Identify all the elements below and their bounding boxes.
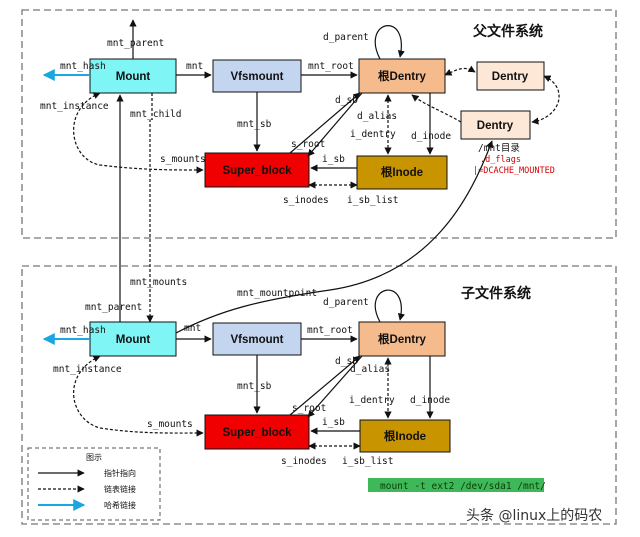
- parent-d-sb-label: d_sb: [335, 95, 358, 106]
- child-root-dentry-rect: [358, 321, 446, 357]
- parent-i-dentry-label: i_dentry: [350, 129, 396, 140]
- mnt-mountpoint-arrow: [175, 140, 494, 334]
- child-mnt-hash-label: mnt_hash: [60, 325, 106, 336]
- child-d-sb-arrow: [307, 355, 363, 418]
- legend-pointer-label: 指针指向: [104, 468, 136, 478]
- child-i-dentry-label: i_dentry: [349, 395, 395, 406]
- parent-d-sb-arrow: [307, 92, 363, 157]
- child-super-block-box: Super_block: [204, 414, 310, 450]
- legend: 图示 指针指向 链表链接 哈希链接: [27, 447, 161, 521]
- parent-d-alias-label: d_alias: [357, 111, 397, 122]
- child-mnt-sb-label: mnt_sb: [237, 381, 272, 392]
- child-s-mounts-label: s_mounts: [147, 419, 193, 430]
- parent-super-block-rect: [204, 152, 310, 188]
- parent-dentry-box: Dentry: [476, 61, 545, 91]
- parent-root-inode-label: 根Inode: [381, 165, 423, 179]
- d-flags-label: .d_flags: [480, 155, 521, 165]
- parent-super-block-box: Super_block: [204, 152, 310, 188]
- child-root-dentry-label: 根Dentry: [378, 332, 427, 346]
- parent-s-mounts-label: s_mounts: [160, 154, 206, 165]
- child-root-inode-rect: [359, 419, 451, 453]
- parent-mnt-instance-label: mnt_instance: [40, 101, 109, 112]
- parent-vfsmount-rect: [212, 59, 302, 93]
- dcache-mounted-label: |=DCACHE_MOUNTED: [473, 166, 555, 176]
- mnt-mountpoint-label: mnt_mountpoint: [237, 288, 317, 299]
- parent-mnt-hash-label: mnt_hash: [60, 61, 106, 72]
- mount-command-text: mount -t ext2 /dev/sda1 /mnt/: [380, 481, 546, 492]
- parent-d-parent-loop: [374, 25, 405, 60]
- mount-command-bar: [368, 478, 544, 492]
- child-mnt-parent-label: mnt_parent: [85, 302, 142, 313]
- parent-root-dentry-label: 根Dentry: [378, 69, 427, 83]
- child-i-sb-list-label: i_sb_list: [342, 456, 393, 467]
- legend-frame: [27, 447, 161, 521]
- child-d-alias-label: d_alias: [350, 364, 390, 375]
- parent-dentry-label: Dentry: [492, 71, 529, 83]
- child-s-root-arrow: [289, 355, 361, 416]
- parent-d-parent-label: d_parent: [323, 32, 369, 43]
- parent-dentry-loop: [531, 75, 560, 125]
- child-d-sb-label: d_sb: [335, 356, 358, 367]
- parent-dentry-back: [411, 94, 462, 123]
- child-mnt-instance-label: mnt_instance: [53, 364, 122, 375]
- mnt-dir-label: /mnt目录: [478, 143, 520, 154]
- child-mnt-root-label: mnt_root: [307, 325, 353, 336]
- parent-vfsmount-label: Vfsmount: [230, 71, 283, 83]
- legend-hash-label: 哈希链接: [104, 500, 136, 510]
- parent-root-inode-rect: [356, 155, 448, 190]
- parent-mount-label: Mount: [116, 71, 151, 83]
- mnt-mounts-label: mnt_mounts: [130, 277, 187, 288]
- child-fs-frame: [21, 265, 617, 525]
- child-root-inode-label: 根Inode: [384, 429, 426, 443]
- legend-title: 图示: [86, 453, 102, 462]
- child-d-inode-label: d_inode: [410, 395, 450, 406]
- child-s-root-label: s_root: [292, 403, 326, 414]
- child-mnt-label: mnt: [184, 323, 201, 334]
- parent-super-block-label: Super_block: [222, 165, 292, 177]
- parent-i-sb-list-label: i_sb_list: [347, 195, 398, 206]
- child-fs-title: 子文件系统: [461, 285, 531, 302]
- child-s-inodes-label: s_inodes: [281, 456, 327, 467]
- parent-mnt-root-label: mnt_root: [308, 61, 354, 72]
- parent-mnt-label: mnt: [186, 61, 203, 72]
- legend-list-label: 链表链接: [104, 484, 136, 494]
- parent-dentry-link: [444, 65, 476, 76]
- parent-mnt-sb-label: mnt_sb: [237, 119, 272, 130]
- parent-root-inode-box: 根Inode: [356, 155, 448, 190]
- parent-s-inodes-label: s_inodes: [283, 195, 329, 206]
- parent-s-root-label: s_root: [291, 139, 325, 150]
- parent-fs-frame: [21, 9, 617, 239]
- parent-mnt-dentry-box: Dentry: [460, 110, 531, 140]
- parent-s-root-arrow: [289, 92, 361, 154]
- parent-i-sb-label: i_sb: [322, 154, 345, 165]
- parent-fs-title: 父文件系统: [472, 23, 543, 40]
- child-d-parent-label: d_parent: [323, 297, 369, 308]
- child-root-inode-box: 根Inode: [359, 419, 451, 453]
- child-mount-label: Mount: [116, 334, 151, 346]
- child-vfsmount-box: Vfsmount: [212, 322, 302, 356]
- parent-root-dentry-rect: [358, 58, 446, 94]
- child-super-block-rect: [204, 414, 310, 450]
- child-d-parent-loop: [374, 289, 405, 323]
- parent-d-inode-label: d_inode: [411, 131, 451, 142]
- parent-root-dentry-box: 根Dentry: [358, 58, 446, 94]
- parent-mnt-dentry-label: Dentry: [477, 120, 514, 132]
- child-vfsmount-label: Vfsmount: [230, 334, 283, 346]
- child-mnt-instance-link: [73, 355, 204, 437]
- child-super-block-label: Super_block: [222, 427, 292, 439]
- parent-mnt-parent-label: mnt_parent: [107, 38, 164, 49]
- child-root-dentry-box: 根Dentry: [358, 321, 446, 357]
- watermark: 头条 @linux上的码农: [466, 507, 602, 524]
- child-mount-box: Mount: [89, 321, 177, 357]
- parent-vfsmount-box: Vfsmount: [212, 59, 302, 93]
- parent-mnt-dentry-rect: [460, 110, 531, 140]
- parent-mnt-child-label: mnt_child: [130, 109, 181, 120]
- parent-mnt-instance-link: [73, 92, 204, 174]
- child-i-sb-label: i_sb: [322, 417, 345, 428]
